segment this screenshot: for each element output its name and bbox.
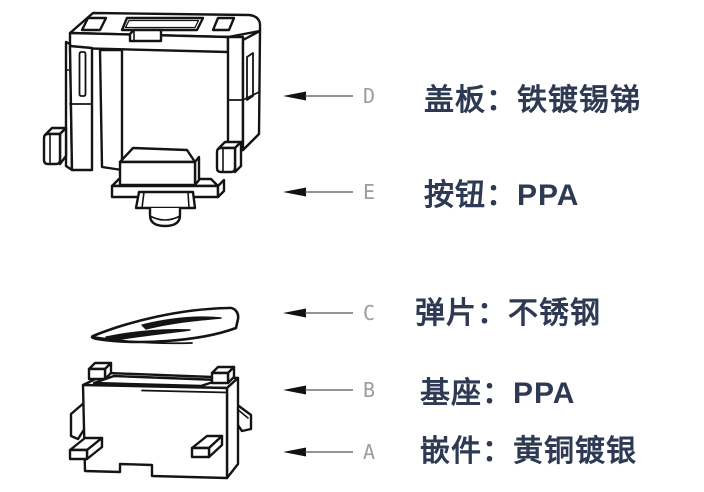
callout-letter: D: [363, 84, 376, 108]
part-label-button: 按钮：PPA: [424, 179, 580, 212]
callout-letter: C: [363, 301, 376, 325]
spring-drawing: [90, 306, 240, 345]
leader-arrow-icon: [283, 447, 353, 457]
leader-arrow-icon: [283, 91, 353, 101]
part-label-insert: 嵌件：黄铜镀银: [420, 435, 637, 468]
base-drawing: [68, 361, 253, 480]
part-label-base: 基座：PPA: [420, 377, 576, 410]
callout-letter: A: [363, 440, 376, 464]
leader-arrow-icon: [283, 187, 353, 197]
part-label-spring: 弹片：不锈钢: [415, 297, 601, 330]
leader-arrow-icon: [283, 308, 353, 318]
callout-letter: E: [363, 180, 376, 204]
cover-drawing: [42, 11, 262, 174]
callout-letter: B: [363, 378, 376, 402]
button-drawing: [110, 146, 226, 228]
part-label-cover: 盖板：铁镀锡锑: [424, 84, 641, 117]
leader-arrow-icon: [283, 385, 353, 395]
